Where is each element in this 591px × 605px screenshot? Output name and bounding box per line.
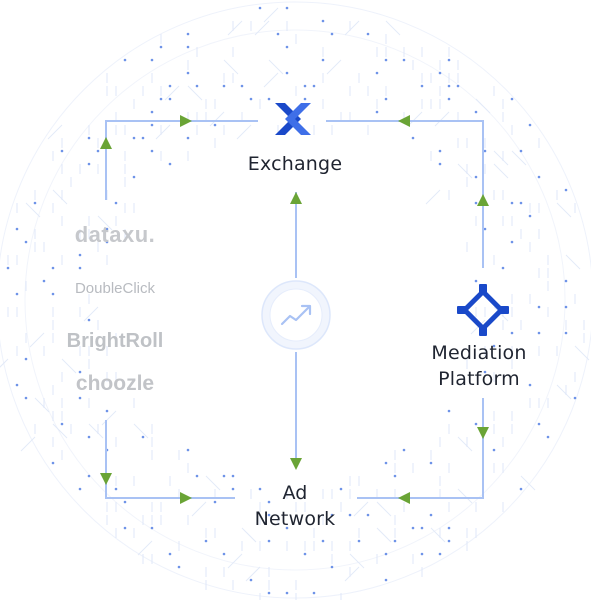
brand-logo-brightroll: BrightRoll [66,330,164,352]
connector-top-right [326,120,484,268]
arrow-left-icon [398,492,410,504]
exchange-label: Exchange [247,153,343,175]
arrow-right-icon [180,115,192,127]
ad-network-label-line1: Ad [282,482,308,504]
mediation-label-line2: Platform [438,368,520,390]
arrow-right-icon [180,492,192,504]
arrow-up-icon [290,192,302,204]
brand-logo-dataxu: dataxu. [74,222,156,247]
connector-bottom-right [357,398,484,499]
connector-top-left [105,120,258,200]
arrow-left-icon [398,115,410,127]
mediation-platform-label: Mediation Platform [404,340,554,392]
arrow-up-icon [100,137,112,149]
center-circle [261,280,331,350]
brand-logo-doubleclick: DoubleClick [74,280,156,297]
arrow-up-icon [477,194,489,206]
arrow-down-icon [290,458,302,470]
trend-up-icon [280,305,311,326]
arrow-heads [100,115,489,504]
ad-network-label: Ad Network [215,480,375,532]
arrow-down-icon [100,473,112,485]
exchange-x-icon [275,103,311,135]
arrow-down-icon [477,427,489,439]
brand-logo-choozle: choozle [75,372,155,395]
mediation-diamond-icon [457,284,509,336]
trend-arrow-head-icon [300,304,312,316]
ad-network-label-line2: Network [254,508,336,530]
mediation-label-line1: Mediation [431,342,527,364]
